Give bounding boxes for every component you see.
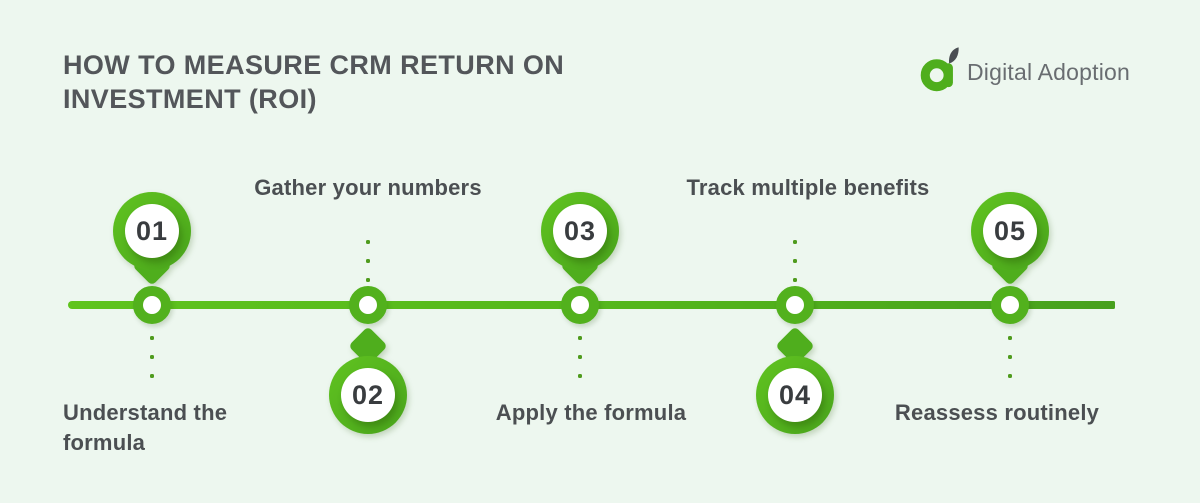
pin-inner-circle: 05 (983, 204, 1037, 258)
connector-dots-05 (1008, 336, 1012, 393)
dot (578, 355, 582, 359)
brand-logo: Digital Adoption (920, 46, 1130, 98)
page-title-line2: INVESTMENT (ROI) (63, 84, 317, 114)
pin-inner-circle: 02 (341, 368, 395, 422)
timeline-node-02 (349, 286, 387, 324)
step-label-04: Track multiple benefits (686, 175, 930, 200)
pin-inner-circle: 01 (125, 204, 179, 258)
step-number: 02 (351, 379, 385, 410)
timeline-node-04 (776, 286, 814, 324)
dot (150, 336, 154, 340)
step-pin-01: 01 (113, 192, 191, 296)
step-number: 04 (778, 379, 812, 410)
pin-inner-circle: 04 (768, 368, 822, 422)
step-number: 05 (993, 215, 1027, 246)
connector-dots-04 (793, 240, 797, 297)
step-pin-05: 05 (971, 192, 1049, 296)
page-title: HOW TO MEASURE CRM RETURN ON INVESTMENT … (63, 48, 683, 116)
step-label-03: Apply the formula (495, 400, 687, 425)
dot (150, 355, 154, 359)
dot (1008, 336, 1012, 340)
dot (793, 278, 797, 282)
connector-dots-03 (578, 336, 582, 393)
dot (793, 259, 797, 263)
step-pin-03: 03 (541, 192, 619, 296)
step-number: 01 (135, 215, 169, 246)
connector-dots-02 (366, 240, 370, 297)
dot (793, 240, 797, 244)
step-label-05: Reassess routinely (894, 400, 1100, 425)
dot (1008, 374, 1012, 378)
step-label-02: Gather your numbers (254, 175, 482, 200)
pin-inner-circle: 03 (553, 204, 607, 258)
timeline-node-03 (561, 286, 599, 324)
dot (366, 278, 370, 282)
dot (366, 240, 370, 244)
timeline-node-05 (991, 286, 1029, 324)
step-pin-02: 02 (329, 326, 407, 434)
connector-dots-01 (150, 336, 154, 393)
timeline-node-01 (133, 286, 171, 324)
dot (366, 259, 370, 263)
dot (578, 374, 582, 378)
brand-logo-icon (920, 46, 962, 98)
dot (1008, 355, 1012, 359)
dot (150, 374, 154, 378)
dot (578, 336, 582, 340)
step-number: 03 (563, 215, 597, 246)
page-title-line1: HOW TO MEASURE CRM RETURN ON (63, 50, 565, 80)
brand-name: Digital Adoption (967, 58, 1131, 85)
step-pin-04: 04 (756, 326, 834, 434)
step-label-01: Understand the formula (63, 400, 228, 455)
